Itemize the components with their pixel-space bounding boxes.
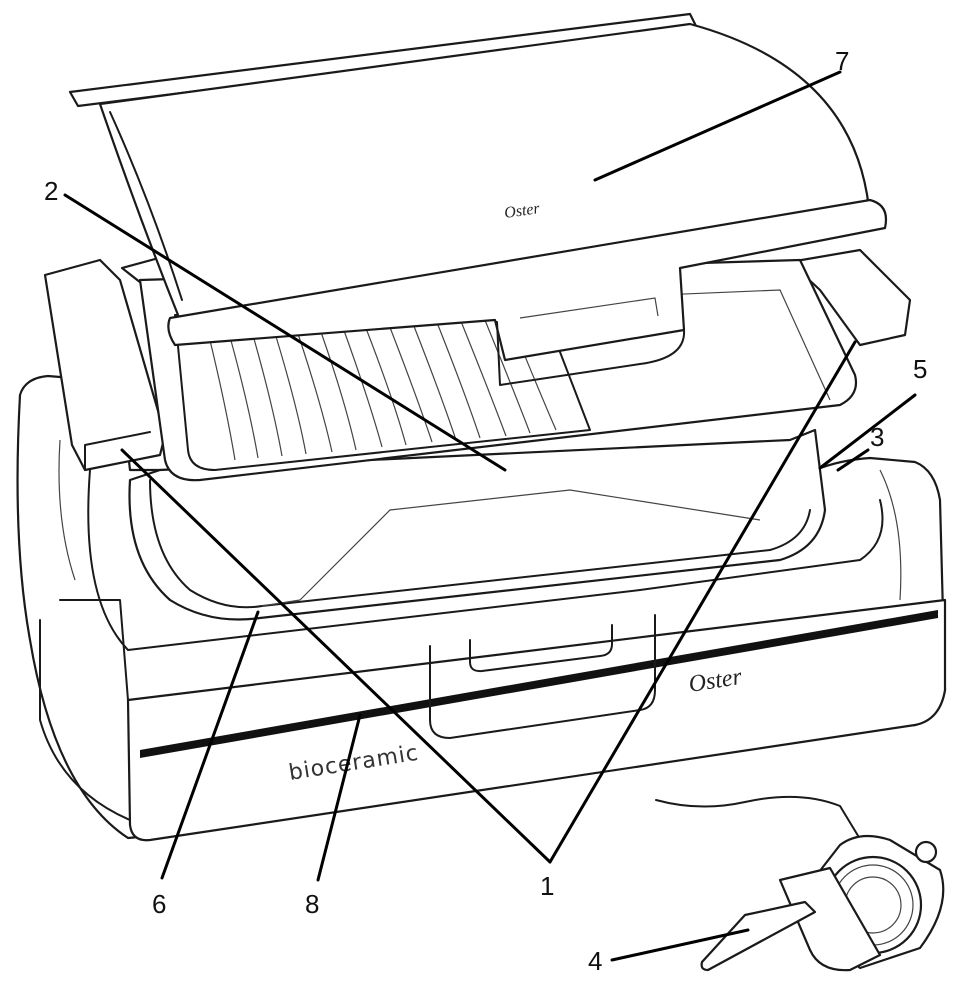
leader-3 bbox=[836, 448, 870, 472]
leader-lines bbox=[63, 70, 917, 962]
leader-8 bbox=[316, 713, 362, 882]
leader-1b bbox=[548, 340, 857, 864]
callout-2: 2 bbox=[44, 176, 58, 206]
callout-6: 6 bbox=[152, 889, 166, 919]
callout-labels: 7 2 5 3 1 6 8 4 bbox=[44, 46, 927, 976]
callout-7: 7 bbox=[835, 46, 849, 76]
leader-4 bbox=[610, 928, 750, 962]
leader-6 bbox=[160, 610, 260, 880]
temperature-probe bbox=[655, 795, 945, 972]
callout-5: 5 bbox=[913, 354, 927, 384]
leader-1a bbox=[120, 448, 552, 864]
leader-7 bbox=[593, 70, 842, 182]
leader-5 bbox=[818, 393, 917, 470]
callout-8: 8 bbox=[305, 889, 319, 919]
callout-3: 3 bbox=[870, 422, 884, 452]
grill-lid bbox=[68, 12, 888, 386]
lid-logo: Oster bbox=[503, 200, 541, 222]
leader-2 bbox=[63, 193, 507, 472]
callout-4: 4 bbox=[588, 946, 602, 976]
drip-tray bbox=[128, 428, 827, 621]
callout-1: 1 bbox=[540, 871, 554, 901]
